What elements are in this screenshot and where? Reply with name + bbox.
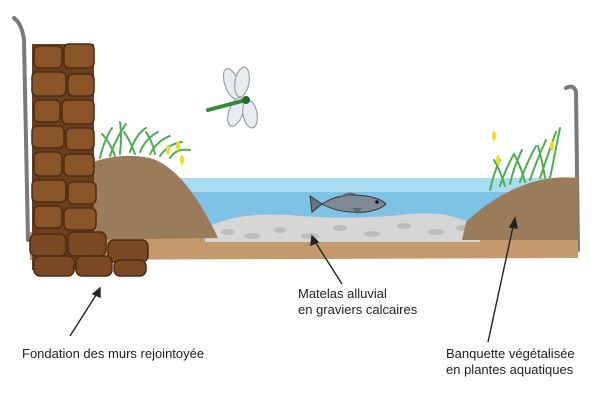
dragonfly-icon [208,66,259,129]
label-matelas: Matelas alluvial en graviers calcaires [298,286,417,318]
left-grass-icon [100,122,190,158]
left-wall-line [14,18,28,240]
label-banquette: Banquette végétalisée en plantes aquatiq… [446,346,575,378]
label-fondation: Fondation des murs rejointoyée [22,346,204,362]
arrow-fondation [70,292,98,336]
label-banquette-line2: en plantes aquatiques [446,362,575,378]
label-banquette-line1: Banquette végétalisée [446,346,575,362]
label-matelas-line1: Matelas alluvial [298,286,417,302]
label-matelas-line2: en graviers calcaires [298,302,417,318]
right-reed-flowers [492,131,554,165]
label-fondation-text: Fondation des murs rejointoyée [22,346,204,362]
